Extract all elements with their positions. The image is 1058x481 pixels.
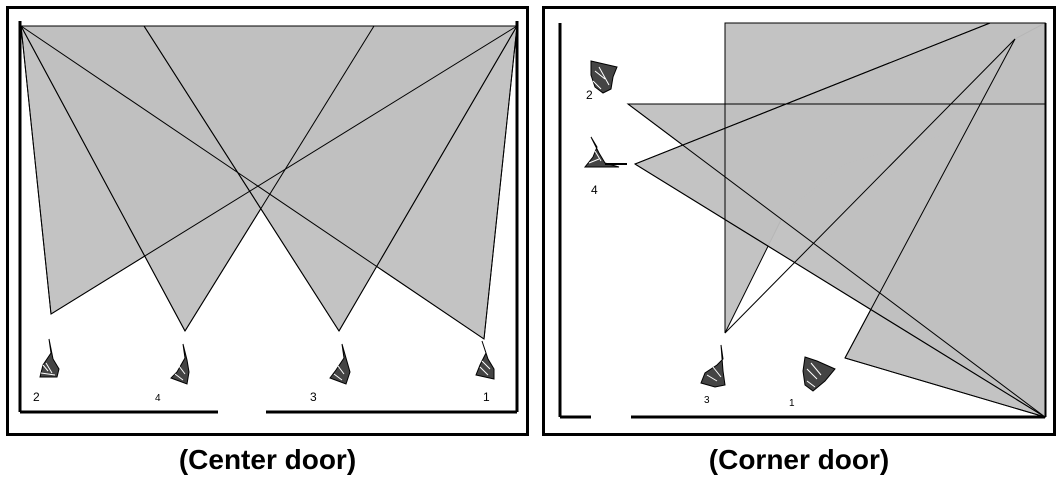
soldier-figure-icon xyxy=(475,340,495,380)
soldier-figure-icon xyxy=(170,343,190,385)
soldier-figure-icon xyxy=(329,343,351,385)
fov-outlines xyxy=(627,22,1046,418)
guard-label-1: 1 xyxy=(483,390,490,404)
center-door-diagram: 2 4 3 1 xyxy=(6,6,529,436)
guard-label-2: 2 xyxy=(33,390,40,404)
guard-label-4: 4 xyxy=(155,393,161,404)
room-walls xyxy=(18,21,519,414)
soldier-figure-icon xyxy=(39,338,60,378)
guard-label-3: 3 xyxy=(704,395,710,406)
fov-outlines xyxy=(20,25,518,340)
guard-label-4: 4 xyxy=(591,183,598,197)
guard-label-3: 3 xyxy=(310,390,317,404)
center-door-caption: (Center door) xyxy=(178,444,357,475)
soldier-figure-icon xyxy=(802,356,836,392)
fields-of-view xyxy=(19,25,519,340)
corner-door-caption: (Corner door) xyxy=(708,444,890,475)
corner-door-diagram: 2 4 3 1 xyxy=(542,6,1056,436)
guard-label-1: 1 xyxy=(789,398,795,409)
guard-label-2: 2 xyxy=(586,88,593,102)
center-door-svg: 2 4 3 1 xyxy=(18,21,519,414)
soldier-figure-icon xyxy=(590,60,618,94)
soldier-figure-icon xyxy=(700,344,726,388)
corner-door-svg: 2 4 3 1 xyxy=(558,22,1047,419)
soldier-figure-icon xyxy=(583,136,627,168)
